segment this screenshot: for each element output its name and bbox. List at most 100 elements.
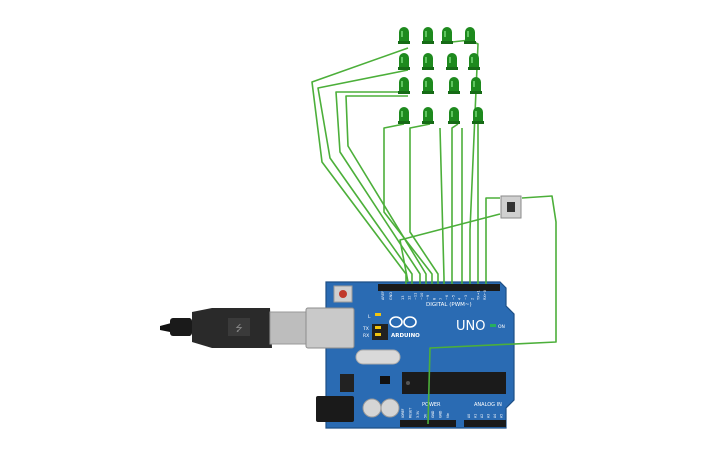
led-body	[449, 107, 459, 122]
green-led[interactable]	[448, 107, 460, 124]
power-pin-label: 5V	[424, 413, 428, 418]
led-body	[399, 77, 409, 92]
led-body	[423, 107, 433, 122]
digital-header	[378, 284, 500, 291]
green-led[interactable]	[422, 27, 434, 44]
power-jack	[316, 396, 354, 422]
led-highlight	[467, 31, 469, 37]
logo-loop-right	[403, 316, 417, 328]
wire[interactable]	[383, 123, 433, 284]
wire[interactable]	[317, 69, 413, 284]
led-body	[449, 77, 459, 92]
led-highlight	[451, 111, 453, 117]
label-tx: TX	[362, 326, 369, 332]
green-led[interactable]	[422, 77, 434, 94]
led-body	[473, 107, 483, 122]
led-rim	[464, 41, 476, 44]
green-led[interactable]	[422, 107, 434, 124]
wire[interactable]	[311, 47, 409, 284]
voltage-regulator	[340, 374, 354, 392]
green-led[interactable]	[441, 27, 453, 44]
logo-loop-left	[389, 316, 403, 328]
wires	[311, 39, 557, 425]
analog-pin-label: A4	[493, 414, 497, 418]
power-pin-label: Vin	[446, 413, 450, 418]
led-rim	[398, 67, 410, 70]
digital-pin-label: ~10	[420, 293, 424, 300]
small-component	[380, 376, 390, 384]
usb-icon-area	[228, 318, 250, 336]
label-aref: AREF	[381, 291, 385, 300]
usb-strain-relief	[170, 318, 192, 336]
green-led[interactable]	[422, 53, 434, 70]
digital-pin-label: 13	[401, 296, 405, 300]
green-led[interactable]	[468, 53, 480, 70]
label-l: L	[368, 314, 371, 320]
l-led	[375, 313, 381, 316]
green-led[interactable]	[470, 77, 482, 94]
wire[interactable]	[427, 195, 557, 425]
led-highlight	[449, 57, 451, 63]
led-body	[399, 107, 409, 122]
green-led[interactable]	[472, 107, 484, 124]
analog-pin-label: A2	[480, 414, 484, 418]
tx-led	[375, 326, 381, 329]
led-body	[469, 53, 479, 68]
led-rim	[448, 121, 460, 124]
digital-pin-label: 12	[407, 296, 411, 300]
led-rim	[398, 41, 410, 44]
analog-label: ANALOG IN	[474, 402, 502, 408]
green-led[interactable]	[464, 27, 476, 44]
led-body	[399, 27, 409, 42]
wire[interactable]	[399, 213, 501, 283]
led-highlight	[451, 81, 453, 87]
led-rim	[468, 67, 480, 70]
green-led[interactable]	[448, 77, 460, 94]
green-led[interactable]	[398, 27, 410, 44]
arduino-uno-board[interactable]: L TX RX ON ARDUINO UNO DIGITAL (PWM~) PO…	[305, 281, 515, 429]
digital-pin-label: 4	[458, 297, 462, 300]
wire[interactable]	[439, 127, 445, 284]
analog-pin-label: A3	[487, 414, 491, 418]
led-highlight	[444, 31, 446, 37]
led-matrix	[398, 27, 484, 124]
green-led[interactable]	[398, 107, 410, 124]
green-led[interactable]	[398, 77, 410, 94]
wire[interactable]	[451, 123, 459, 284]
digital-pin-label: TX→1	[477, 290, 481, 301]
led-highlight	[401, 111, 403, 117]
led-rim	[422, 121, 434, 124]
usb-b-port	[305, 307, 355, 349]
wire[interactable]	[451, 39, 479, 284]
analog-pin-label: A5	[500, 414, 504, 418]
power-pin-label: RESET	[409, 408, 413, 418]
label-on: ON	[498, 324, 505, 330]
analog-pin-label: A0	[467, 414, 471, 418]
wire[interactable]	[335, 91, 421, 284]
led-body	[423, 27, 433, 42]
wire[interactable]	[409, 123, 439, 284]
led-highlight	[471, 57, 473, 63]
label-rx: RX	[363, 333, 369, 339]
digital-pin-label: 2	[470, 298, 474, 300]
push-button[interactable]	[500, 195, 522, 219]
led-highlight	[425, 111, 427, 117]
green-led[interactable]	[398, 53, 410, 70]
atmega-chip	[402, 372, 506, 394]
digital-pin-label: RX←0	[483, 290, 487, 300]
wire[interactable]	[345, 95, 427, 284]
usb-cable[interactable]: ⭍	[160, 308, 307, 348]
wire[interactable]	[485, 197, 500, 284]
capacitor-2	[380, 398, 400, 418]
led-rim	[448, 91, 460, 94]
power-analog-header	[400, 420, 506, 427]
digital-pin-label: ~9	[426, 295, 430, 300]
on-led	[490, 324, 496, 327]
digital-pin-label: ~11	[414, 293, 418, 300]
led-body	[399, 53, 409, 68]
brand-label: ARDUINO	[391, 333, 420, 339]
power-pin-label: GND	[439, 410, 443, 418]
green-led[interactable]	[446, 53, 458, 70]
